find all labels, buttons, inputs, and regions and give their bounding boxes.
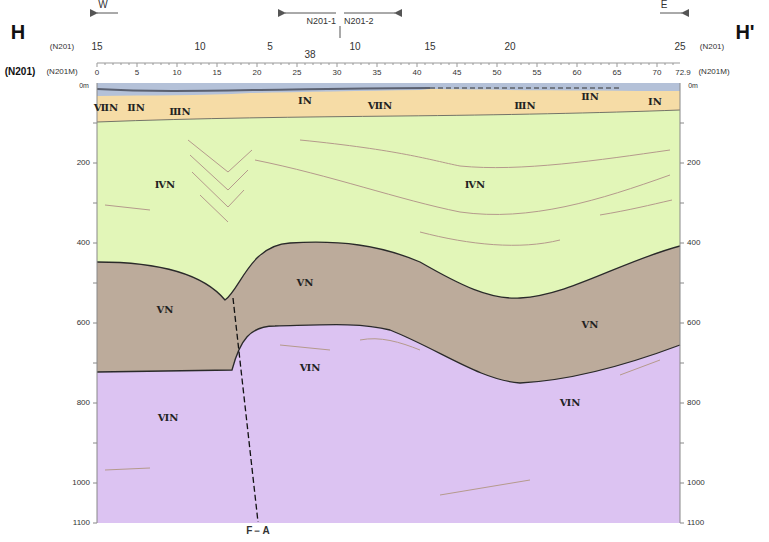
- bedding-lines: [105, 140, 672, 495]
- unit-label: ⅢN: [169, 107, 190, 117]
- scale-number: 0: [95, 69, 99, 77]
- scale-number: 55: [533, 69, 542, 77]
- fault-label: F－A: [246, 526, 269, 536]
- depth-number: 800: [687, 399, 700, 407]
- depth-number: 400: [687, 239, 700, 247]
- unit-label: ⅥN: [300, 363, 321, 373]
- scale-number: 10: [349, 42, 360, 52]
- unit-label: ⅤN: [582, 320, 599, 330]
- axis-name: (N201M): [46, 68, 77, 76]
- scale-number: 30: [333, 69, 342, 77]
- scale-number: 35: [373, 69, 382, 77]
- depth-zero: 0m: [79, 82, 89, 89]
- axis: [680, 83, 681, 523]
- layer-iv: [97, 83, 680, 300]
- scale-number: 10: [173, 69, 182, 77]
- layer-v: [97, 83, 680, 383]
- axis-name: (N201): [700, 43, 724, 51]
- depth-ticks: [93, 123, 684, 523]
- boundary: [97, 325, 680, 383]
- direction-label: E: [661, 0, 668, 10]
- axis-name: (N201): [50, 43, 74, 51]
- scale-number: 15: [213, 69, 222, 77]
- scale-number: 25: [674, 42, 685, 52]
- unit-label: ⅣN: [465, 180, 486, 190]
- scale-number: 45: [453, 69, 462, 77]
- tick: [340, 26, 341, 38]
- scale-number: 40: [413, 69, 422, 77]
- scale-number: 20: [253, 69, 262, 77]
- scale-number: 38: [304, 50, 315, 60]
- scale-ticks: [97, 63, 673, 67]
- scale-number: 10: [194, 42, 205, 52]
- scale-number: 25: [293, 69, 302, 77]
- direction-arrow: [344, 13, 395, 14]
- depth-number: 1100: [687, 519, 704, 527]
- unit-label: ⅤN: [157, 305, 174, 315]
- depth-number: 400: [77, 239, 90, 247]
- axis-name: (N201M): [698, 68, 729, 76]
- scale-number: 20: [504, 42, 515, 52]
- scale-number: 15: [91, 42, 102, 52]
- scale-number: 60: [573, 69, 582, 77]
- direction-arrow: [285, 13, 336, 14]
- scale-number: 50: [493, 69, 502, 77]
- depth-number: 600: [687, 319, 700, 327]
- scale-number: 5: [135, 69, 139, 77]
- dashed-line: [430, 88, 620, 89]
- unit-label: ⅤN: [297, 278, 314, 288]
- direction-label: W: [98, 0, 107, 10]
- unit-label: ⅦN: [94, 103, 118, 113]
- direction-arrow: [660, 13, 682, 14]
- unit-label: ⅡN: [581, 92, 599, 102]
- scale-number: 5: [267, 42, 273, 52]
- depth-number: 800: [77, 399, 90, 407]
- section-label: N201-2: [344, 17, 374, 26]
- scale-number: 15: [424, 42, 435, 52]
- axis: [97, 83, 98, 523]
- unit-label: ⅠN: [648, 97, 662, 107]
- boundary: [97, 242, 680, 300]
- depth-number: 200: [77, 159, 90, 167]
- unit-label: ⅢN: [514, 101, 535, 111]
- depth-number: 200: [687, 159, 700, 167]
- section-end-label: H: [11, 22, 25, 42]
- scale-number: 72.9: [675, 69, 691, 77]
- depth-number: 600: [77, 319, 90, 327]
- unit-label: ⅥN: [158, 413, 179, 423]
- unit-label: ⅥN: [560, 398, 581, 408]
- unit-label: ⅦN: [368, 101, 392, 111]
- unit-label: ⅠN: [298, 96, 312, 106]
- layer-vi: [97, 83, 680, 523]
- section-label: N201-1: [306, 17, 336, 26]
- depth-zero: 0m: [688, 82, 698, 89]
- fault-line: [233, 298, 258, 522]
- depth-number: 1000: [72, 479, 90, 487]
- direction-arrow: [97, 13, 118, 14]
- section-name: (N201): [5, 67, 36, 77]
- scale-number: 70: [653, 69, 662, 77]
- depth-number: 1100: [73, 519, 90, 527]
- layer-surface: [97, 83, 680, 122]
- dark-layer: [97, 88, 430, 91]
- unit-label: ⅡN: [127, 103, 145, 113]
- scale-number: 65: [613, 69, 622, 77]
- depth-number: 1000: [687, 479, 705, 487]
- section-end-label: H': [735, 22, 754, 42]
- unit-label: ⅣN: [155, 180, 176, 190]
